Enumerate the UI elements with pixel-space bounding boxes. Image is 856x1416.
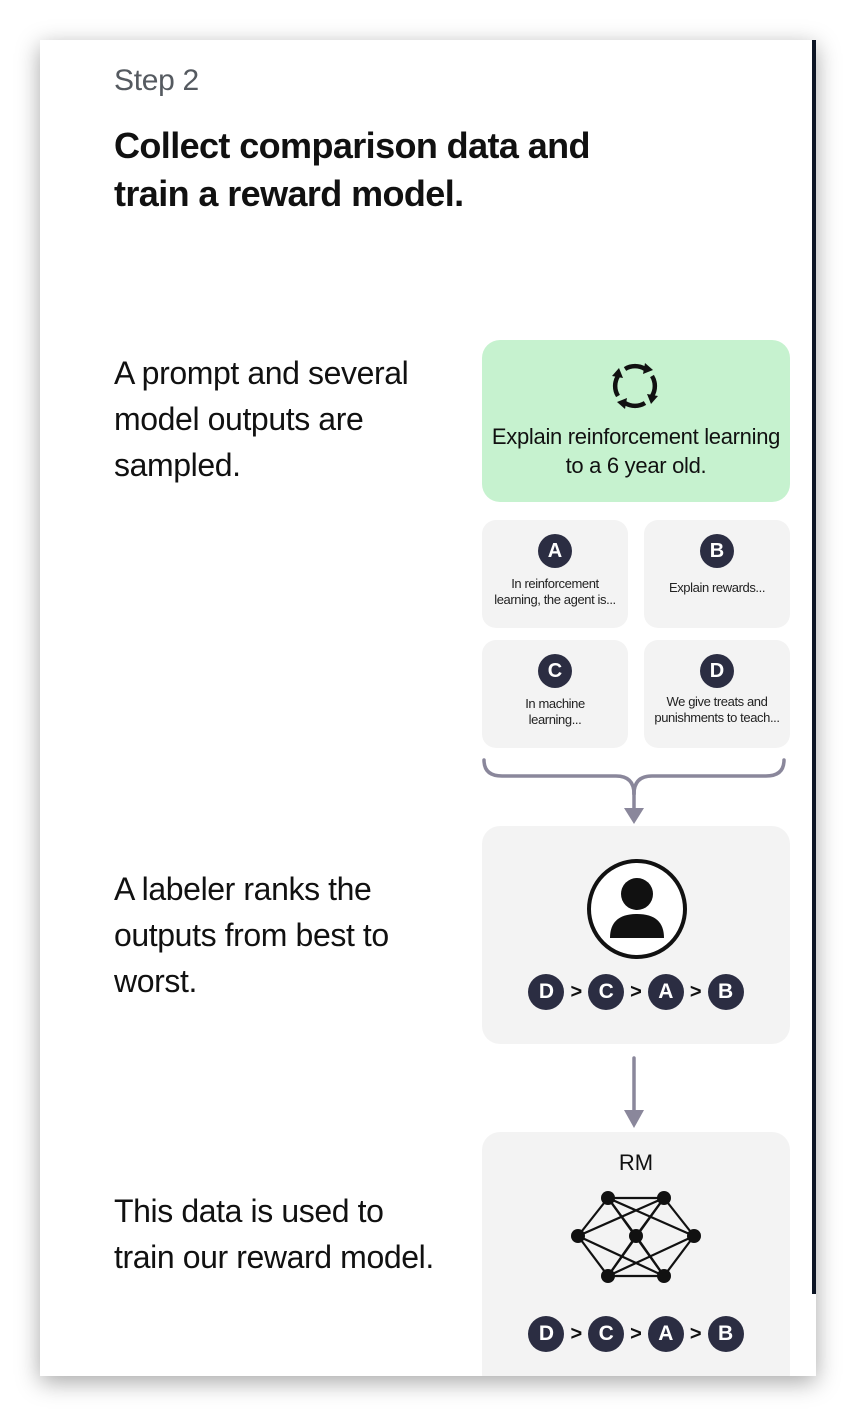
output-card-b: B Explain rewards... [644,520,790,628]
rank-badge-3: A [647,974,684,1010]
step-card: Step 2 Collect comparison data and train… [40,40,812,1376]
refresh-loop-icon [609,360,661,412]
output-badge-a: A [538,534,572,568]
output-text-a: In reinforcement learning, the agent is.… [494,576,616,607]
output-card-a: A In reinforcement learning, the agent i… [482,520,628,628]
down-arrow [624,1056,644,1128]
rank-separator: > [630,1322,642,1345]
rank-badge-2: C [588,1316,625,1352]
prompt-box: Explain reinforcement learning to a 6 ye… [482,340,790,502]
step-label: Step 2 [114,64,199,97]
reward-model-panel: RM [482,1132,790,1376]
output-card-c: C In machine learning... [482,640,628,748]
output-badge-b: B [700,534,734,568]
right-edge-rule [812,40,816,1294]
rank-separator: > [689,1322,702,1345]
bracket-arrow [482,758,786,824]
ranking-row-rm: D > C > A > B [482,1316,790,1352]
rank-badge-2: C [588,974,625,1010]
description-ranks: A labeler ranks the outputs from best to… [114,871,389,999]
rank-separator: > [689,980,702,1003]
rank-badge-1: D [528,974,565,1010]
description-train: This data is used to train our reward mo… [114,1193,434,1275]
labeler-panel: D > C > A > B [482,826,790,1044]
neural-network-icon [570,1186,702,1286]
person-icon [586,858,688,960]
output-badge-d: D [700,654,734,688]
output-text-d: We give treats and punishments to teach.… [654,694,780,725]
rank-badge-4: B [707,974,744,1010]
rank-separator: > [570,980,583,1003]
reward-model-label: RM [618,1150,654,1175]
output-card-d: D We give treats and punishments to teac… [644,640,790,748]
output-badge-c: C [538,654,572,688]
rank-separator: > [570,1322,583,1345]
description-sampled: A prompt and several model outputs are s… [114,355,409,483]
rank-badge-1: D [528,1316,565,1352]
ranking-row-labeler: D > C > A > B [482,974,790,1010]
rank-badge-4: B [707,1316,744,1352]
page-title: Collect comparison data and train a rewa… [114,125,591,214]
output-text-c: In machine learning... [525,696,585,727]
prompt-text: Explain reinforcement learning to a 6 ye… [491,424,781,478]
output-text-b: Explain rewards... [668,580,766,595]
rank-badge-3: A [647,1316,684,1352]
rank-separator: > [630,980,642,1003]
